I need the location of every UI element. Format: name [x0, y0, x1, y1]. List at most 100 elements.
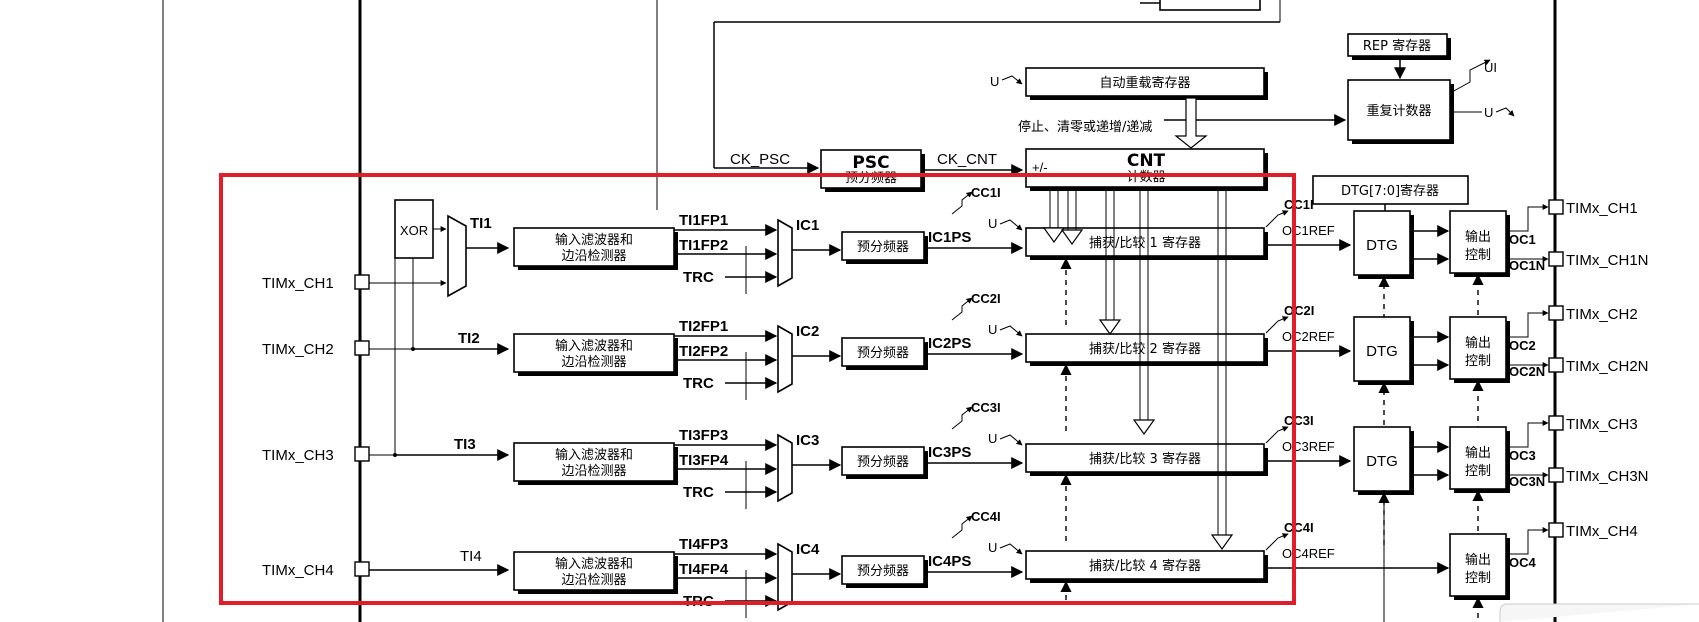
- ic-mux: [777, 324, 793, 394]
- filter-label-1: 输入滤波器和: [555, 338, 633, 354]
- cci-label: CC3I: [971, 400, 1001, 415]
- pin-label: TIMx_CH4: [262, 562, 334, 579]
- output-pin-n: [1548, 467, 1564, 483]
- output-control-label-2: 控制: [1465, 354, 1491, 369]
- trc-label: TRC: [683, 375, 714, 392]
- channel-row-1: TIMx_CH1TI1输入滤波器和边沿检测器TI1FP1TI1FP2TRCIC1…: [262, 185, 1335, 325]
- xor-block: XOR: [360, 199, 467, 454]
- fp-label-b: TI3FP4: [679, 452, 729, 469]
- icps-label: IC2PS: [928, 335, 971, 352]
- filter-box: [513, 551, 675, 591]
- prescaler-label: 预分频器: [857, 564, 909, 579]
- dtg-register-label: DTG[7:0]寄存器: [1341, 183, 1439, 199]
- prescaler-label: 预分频器: [857, 455, 909, 470]
- output-pin-n: [1548, 251, 1564, 267]
- pin-label: TIMx_CH2: [262, 341, 334, 358]
- filter-box: [513, 333, 675, 373]
- output-pin: [1548, 415, 1564, 431]
- cnt-sign: +/-: [1032, 160, 1048, 175]
- u-label-rep: U: [1484, 105, 1493, 120]
- pin-square: [354, 274, 370, 290]
- dtg-box: [1353, 316, 1411, 382]
- output-pin-label: TIMx_CH1: [1566, 200, 1638, 217]
- ocref-label: OC3REF: [1282, 439, 1335, 454]
- pin-square: [354, 561, 370, 577]
- oc-label: OC4: [1509, 555, 1537, 570]
- output-pin-label: TIMx_CH3: [1566, 416, 1638, 433]
- dtg-box: [1353, 426, 1411, 492]
- ocref-label: OC2REF: [1282, 329, 1335, 344]
- ic-mux: [777, 218, 793, 288]
- oci-label: CC4I: [1284, 520, 1314, 535]
- cnt-block: +/- CNT 计数器: [1025, 148, 1268, 191]
- output-control-label-2: 控制: [1465, 571, 1491, 586]
- output-pin-n-label: TIMx_CH1N: [1566, 252, 1649, 269]
- oci-label: CC1I: [1284, 197, 1314, 212]
- capture-compare-register: [1025, 333, 1265, 363]
- highlight-rectangle: [219, 173, 1296, 605]
- prescaler-label: 预分频器: [857, 240, 909, 255]
- oci-label: OC2I: [1284, 303, 1314, 318]
- channel-row-3: TIMx_CH3TI3输入滤波器和边沿检测器TI3FP3TI3FP4TRCIC3…: [262, 400, 1335, 541]
- cnt-sub: 计数器: [1126, 170, 1165, 185]
- dtg-label: DTG: [1366, 453, 1398, 470]
- dtg-box: [1353, 210, 1411, 276]
- icps-label: IC4PS: [928, 553, 971, 570]
- ti-label: TI2: [458, 330, 480, 347]
- ic-mux: [777, 542, 793, 612]
- fp-label-b: TI2FP2: [679, 343, 728, 360]
- output-control-label-2: 控制: [1465, 248, 1491, 263]
- repeat-counter-label: 重复计数器: [1366, 103, 1431, 119]
- cci-label: CC4I: [971, 509, 1001, 524]
- filter-box: [513, 442, 675, 482]
- output-control-label-1: 输出: [1465, 445, 1491, 461]
- output-pin-n-label: TIMx_CH3N: [1566, 468, 1649, 485]
- filter-label-2: 边沿检测器: [561, 249, 626, 264]
- output-control-label-1: 输出: [1465, 552, 1491, 568]
- filter-label-1: 输入滤波器和: [555, 556, 633, 572]
- output-pin-n: [1548, 357, 1564, 373]
- capture-compare-label: 捕获/比较 1 寄存器: [1089, 235, 1201, 251]
- filter-label-2: 边沿检测器: [561, 573, 626, 588]
- output-pin-label: TIMx_CH4: [1566, 523, 1638, 540]
- capture-compare-register: [1025, 443, 1265, 473]
- ck-psc-label: CK_PSC: [730, 151, 790, 168]
- ocn-label: OC1N: [1509, 258, 1545, 273]
- pin-label: TIMx_CH1: [262, 275, 334, 292]
- rep-register-label: REP 寄存器: [1363, 38, 1431, 54]
- ti-label: TI1: [470, 215, 492, 232]
- prescaler-box: [841, 337, 925, 367]
- u-label-arr: U: [990, 74, 999, 89]
- output-control-label-1: 输出: [1465, 335, 1491, 351]
- u-label: U: [988, 216, 997, 231]
- fp-label-a: TI1FP1: [679, 212, 728, 229]
- u-label: U: [988, 540, 997, 555]
- ocref-label: OC1REF: [1282, 223, 1335, 238]
- fp-label-b: TI4FP4: [679, 561, 729, 578]
- cnt-title: CNT: [1127, 151, 1166, 171]
- cci-label: CC2I: [971, 291, 1001, 306]
- cci-label: CC1I: [971, 185, 1001, 200]
- dtg-register: DTG[7:0]寄存器: [1312, 175, 1469, 224]
- ck-cnt-label: CK_CNT: [937, 151, 997, 168]
- ic-mux: [777, 433, 793, 503]
- output-pin: [1548, 522, 1564, 538]
- stop-clear-label: 停止、清零或递增/递减: [1018, 119, 1152, 135]
- psc-title: PSC: [852, 153, 889, 173]
- output-control-label-1: 输出: [1465, 229, 1491, 245]
- oc-label: OC1: [1509, 232, 1536, 247]
- trc-label: TRC: [683, 269, 714, 286]
- register-bus: [1042, 187, 1234, 551]
- icps-label: IC1PS: [928, 229, 971, 246]
- auto-reload-register: U 自动重载寄存器 停止、清零或递增/递减: [990, 67, 1347, 149]
- oc-label: OC2: [1509, 338, 1536, 353]
- output-control-box: [1449, 533, 1507, 597]
- fp-label-a: TI4FP3: [679, 536, 728, 553]
- trc-label: TRC: [683, 484, 714, 501]
- pin-square: [354, 446, 370, 462]
